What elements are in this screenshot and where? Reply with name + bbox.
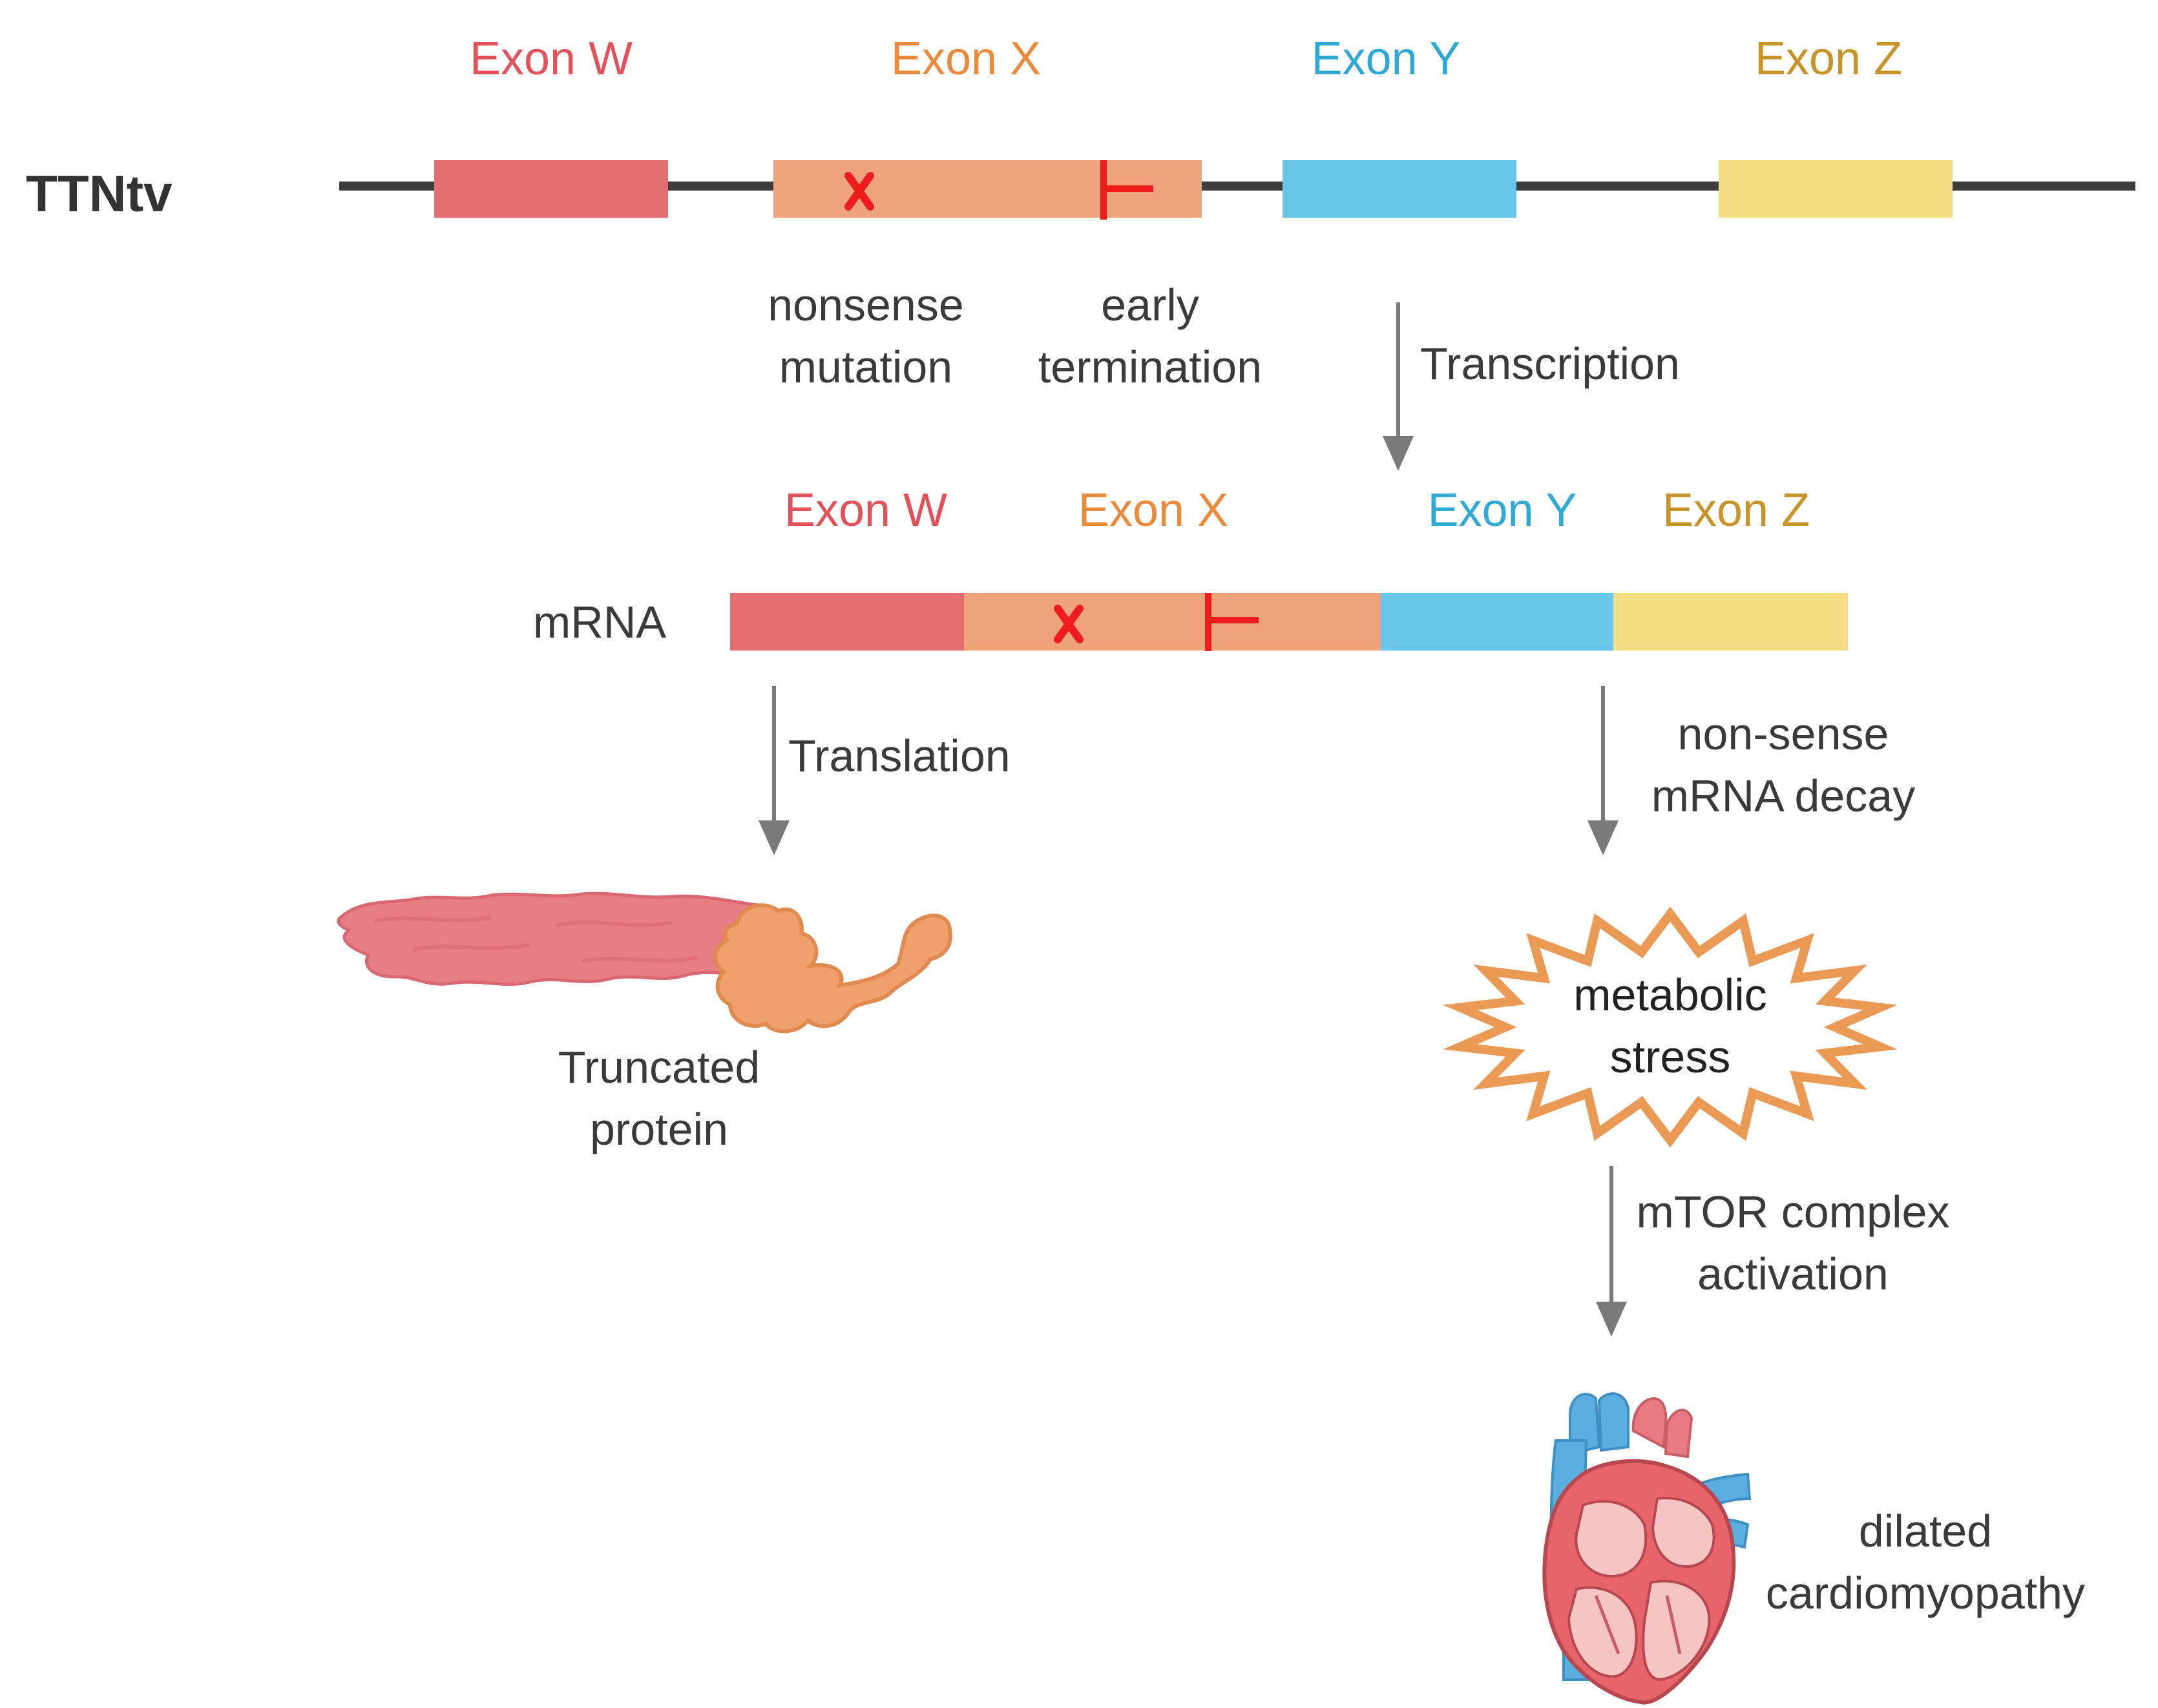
termination-label-line2: termination [1038,342,1262,392]
gene-exon-y-label: Exon Y [1311,33,1461,85]
translation-label: Translation [788,731,1011,781]
gene-name: TTNtv [26,165,173,222]
protein-label-line2: protein [589,1104,729,1154]
gene-exon-y [1283,160,1516,218]
mrna-label: mRNA [533,597,667,647]
gene-exon-x-label: Exon X [890,33,1042,85]
decay-label-line2: mRNA decay [1651,771,1916,821]
mrna-exon-x-label: Exon X [1078,484,1229,536]
stop-codon-icon [1205,593,1259,651]
gene-exon-w-label: Exon W [469,33,633,85]
gene-exon-w [434,160,668,218]
heart-icon [1542,1392,1752,1705]
stress-label-line2: stress [1609,1032,1731,1082]
gene-exon-z [1719,160,1953,218]
mrna-exon-y [1381,593,1613,651]
nonsense-label-line1: nonsense [768,280,964,330]
mrna-exon-w [730,593,964,651]
starburst-icon [1443,906,1898,1148]
mrna-exon-z-label: Exon Z [1662,484,1810,536]
x-mark-icon [844,172,874,211]
protein-label-line1: Truncated [558,1042,760,1092]
mtor-label-line1: mTOR complex [1636,1187,1950,1237]
mrna-exon-z [1613,593,1848,651]
truncated-protein-icon [337,891,952,1034]
nonsense-label-line2: mutation [779,342,953,392]
mtor-label-line2: activation [1697,1249,1889,1299]
x-mark-icon [1054,605,1084,643]
mrna-exon-w-label: Exon W [784,484,948,536]
termination-label-line1: early [1101,280,1199,330]
mrna-exon-x [964,593,1381,651]
stress-label-line1: metabolic [1573,970,1767,1020]
stop-codon-icon [1100,160,1153,220]
disease-label-line2: cardiomyopathy [1765,1568,2086,1618]
decay-label-line1: non-sense [1677,709,1889,759]
transcription-label: Transcription [1420,338,1680,389]
mrna-exon-y-label: Exon Y [1427,484,1577,536]
gene-exon-z-label: Exon Z [1754,33,1903,85]
disease-label-line1: dilated [1858,1506,1993,1556]
